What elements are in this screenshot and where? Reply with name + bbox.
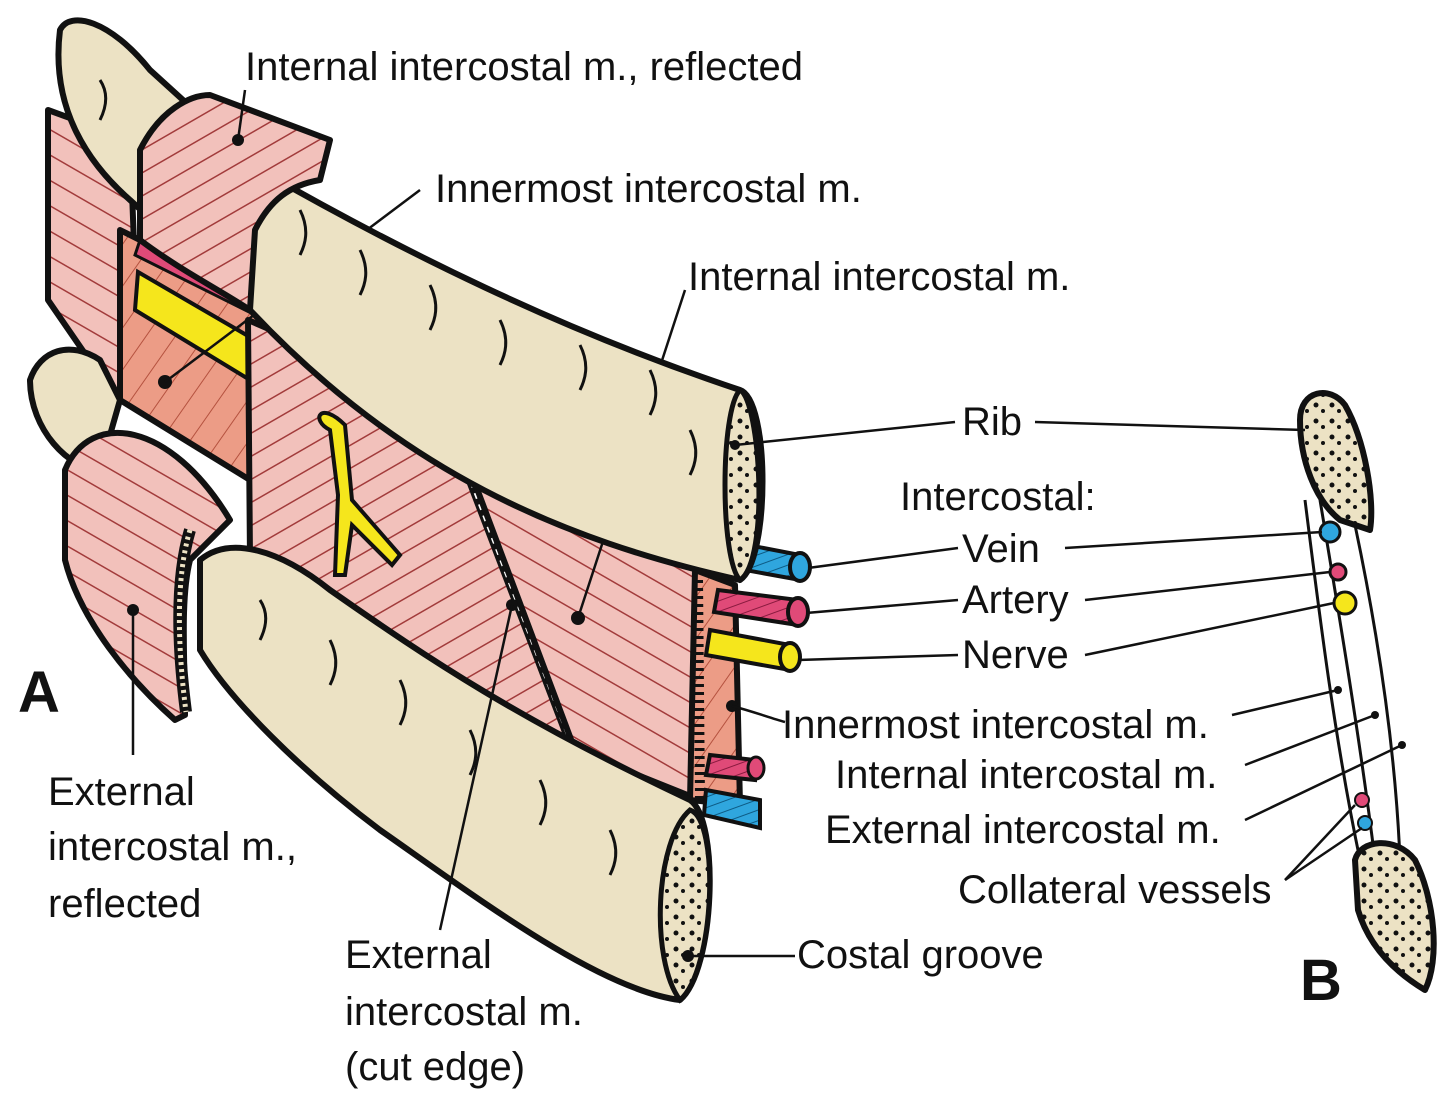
label-innermost-right: Innermost intercostal m.: [782, 703, 1209, 747]
lower-vein-tube: [704, 790, 760, 828]
lower-artery-tube: [706, 755, 764, 780]
label-external-reflected-line1: External: [48, 770, 195, 814]
label-internal-top: Internal intercostal m.: [688, 255, 1070, 299]
label-external-cut-line1: External: [345, 933, 492, 977]
label-external-cut-line2: intercostal m.: [345, 990, 583, 1034]
label-vein: Vein: [962, 527, 1040, 571]
label-external-cut-line3: (cut edge): [345, 1045, 525, 1089]
label-costal-groove: Costal groove: [797, 933, 1044, 977]
label-intercostal: Intercostal:: [900, 475, 1096, 519]
label-rib: Rib: [962, 400, 1022, 444]
panel-label-a: A: [18, 660, 60, 725]
label-internal-right: Internal intercostal m.: [835, 753, 1217, 797]
label-innermost-top: Innermost intercostal m.: [435, 167, 862, 211]
label-external-reflected-line3: reflected: [48, 882, 201, 926]
label-internal-reflected: Internal intercostal m., reflected: [245, 45, 803, 89]
panel-label-b: B: [1300, 948, 1342, 1013]
label-nerve: Nerve: [962, 633, 1069, 677]
label-artery: Artery: [962, 578, 1069, 622]
label-external-right: External intercostal m.: [825, 808, 1221, 852]
label-external-reflected-line2: intercostal m.,: [48, 825, 297, 869]
label-collateral: Collateral vessels: [958, 868, 1271, 912]
